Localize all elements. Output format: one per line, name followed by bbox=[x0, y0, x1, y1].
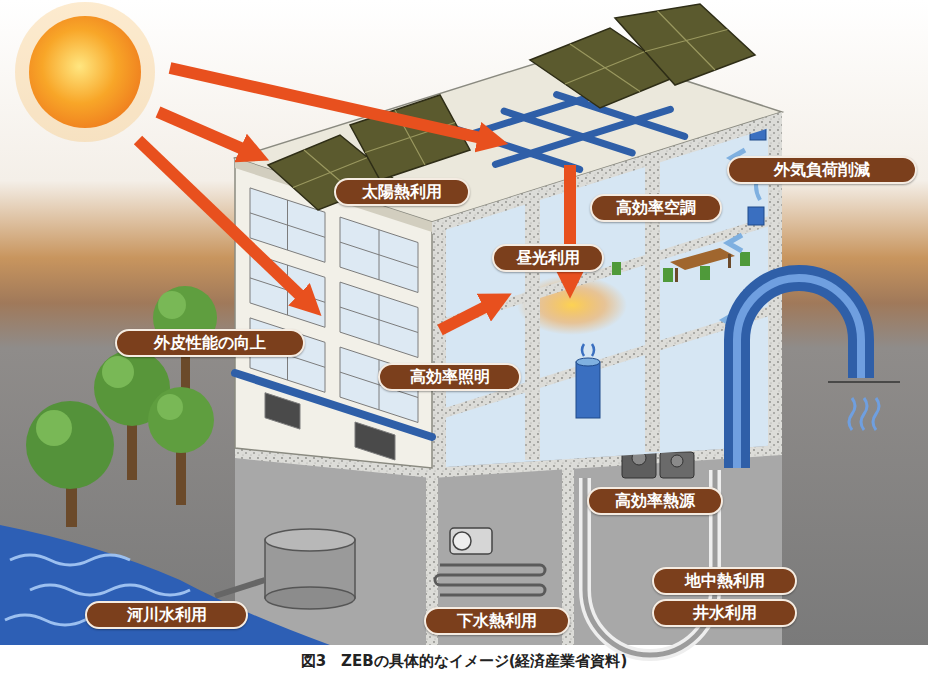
roof-pipes bbox=[436, 90, 684, 169]
label-pill: 河川水利用 bbox=[85, 601, 248, 629]
sewage-heat-unit bbox=[435, 528, 545, 595]
label-pill: 昼光利用 bbox=[492, 244, 604, 272]
office-furniture bbox=[740, 252, 750, 266]
label-pill: 地中熱利用 bbox=[652, 567, 797, 595]
label-pill: 高効率空調 bbox=[590, 194, 722, 222]
label-pill: 外皮性能の向上 bbox=[115, 329, 305, 357]
pill-label: 高効率照明 bbox=[410, 369, 490, 385]
vent-cylinder bbox=[576, 344, 600, 418]
sun bbox=[15, 2, 155, 142]
sunlight-arrows bbox=[138, 68, 570, 330]
background bbox=[0, 0, 928, 645]
outdoor-water-pipe bbox=[828, 381, 900, 383]
underground-section bbox=[235, 445, 782, 645]
outdoor-water-pipe bbox=[737, 278, 861, 468]
river bbox=[0, 525, 330, 645]
sewage-heat-unit bbox=[435, 565, 545, 595]
background bbox=[0, 0, 928, 645]
building-front-facade bbox=[355, 422, 395, 460]
building-interior bbox=[432, 222, 446, 468]
solar-panels bbox=[565, 44, 645, 92]
outdoor-water-pipe bbox=[737, 278, 900, 468]
river bbox=[0, 525, 330, 645]
label-pill: 高効率熱源 bbox=[587, 487, 723, 515]
pill-label: 高効率空調 bbox=[616, 200, 696, 216]
solar-panels bbox=[615, 4, 755, 85]
sunlight-arrows bbox=[170, 68, 490, 140]
label-pill: 井水利用 bbox=[652, 599, 797, 627]
air-conditioner-units bbox=[748, 207, 764, 225]
sewage-heat-unit bbox=[450, 528, 492, 554]
storage-tank bbox=[215, 529, 355, 609]
trees bbox=[26, 401, 114, 489]
air-conditioner-units bbox=[728, 235, 742, 251]
office-furniture bbox=[612, 248, 750, 282]
trees bbox=[36, 410, 72, 446]
office-furniture bbox=[728, 254, 731, 268]
building-interior bbox=[525, 193, 540, 460]
storage-tank bbox=[265, 587, 355, 609]
trees bbox=[26, 286, 217, 527]
pill-label: 外皮性能の向上 bbox=[154, 335, 266, 351]
office-furniture bbox=[612, 262, 621, 275]
sewage-heat-unit bbox=[453, 532, 471, 550]
pill-label: 外気負荷削減 bbox=[774, 162, 870, 178]
label-pill: 外気負荷削減 bbox=[727, 156, 917, 184]
heat-source-machine bbox=[660, 452, 694, 478]
pill-label: 高効率熱源 bbox=[615, 493, 695, 509]
heat-source-machine bbox=[671, 455, 683, 467]
sewage-heat-unit bbox=[440, 565, 540, 595]
pill-label: 地中熱利用 bbox=[685, 573, 765, 589]
storage-tank bbox=[215, 580, 265, 596]
pill-label: 河川水利用 bbox=[127, 607, 207, 623]
office-furniture bbox=[700, 266, 710, 280]
outdoor-water-pipe bbox=[849, 398, 879, 430]
sunlight-arrows bbox=[138, 140, 308, 303]
label-pill: 下水熱利用 bbox=[424, 607, 570, 635]
trees bbox=[158, 291, 186, 319]
storage-tank bbox=[265, 529, 355, 551]
figure-caption: 図3 ZEBの具体的なイメージ(経済産業省資料) bbox=[301, 652, 628, 670]
trees bbox=[148, 387, 214, 453]
office-furniture bbox=[663, 268, 673, 282]
river bbox=[30, 585, 190, 595]
vent-cylinder bbox=[576, 358, 600, 366]
pill-label: 下水熱利用 bbox=[457, 613, 537, 629]
pill-label: 昼光利用 bbox=[516, 250, 580, 266]
office-furniture bbox=[675, 268, 678, 282]
pill-label: 井水利用 bbox=[693, 605, 757, 621]
river bbox=[10, 555, 130, 565]
trees bbox=[102, 356, 134, 388]
vent-cylinder bbox=[576, 362, 600, 418]
building-front-facade bbox=[265, 393, 300, 429]
trees bbox=[157, 394, 183, 420]
sun bbox=[15, 2, 155, 142]
label-pill: 高効率照明 bbox=[378, 363, 521, 391]
sun bbox=[29, 16, 141, 128]
caption-box: 図3 ZEBの具体的なイメージ(経済産業省資料) bbox=[0, 651, 928, 671]
underground-section bbox=[235, 445, 782, 645]
pill-label: 太陽熱利用 bbox=[362, 184, 442, 200]
sunlight-arrows bbox=[158, 112, 252, 153]
vent-cylinder bbox=[582, 344, 594, 356]
building-front-facade bbox=[288, 200, 380, 410]
label-pill: 太陽熱利用 bbox=[334, 178, 470, 206]
sunlight-arrows bbox=[440, 302, 495, 330]
outdoor-water-pipe bbox=[737, 278, 861, 468]
solar-panels bbox=[645, 11, 728, 70]
roof-pipes bbox=[436, 90, 684, 169]
